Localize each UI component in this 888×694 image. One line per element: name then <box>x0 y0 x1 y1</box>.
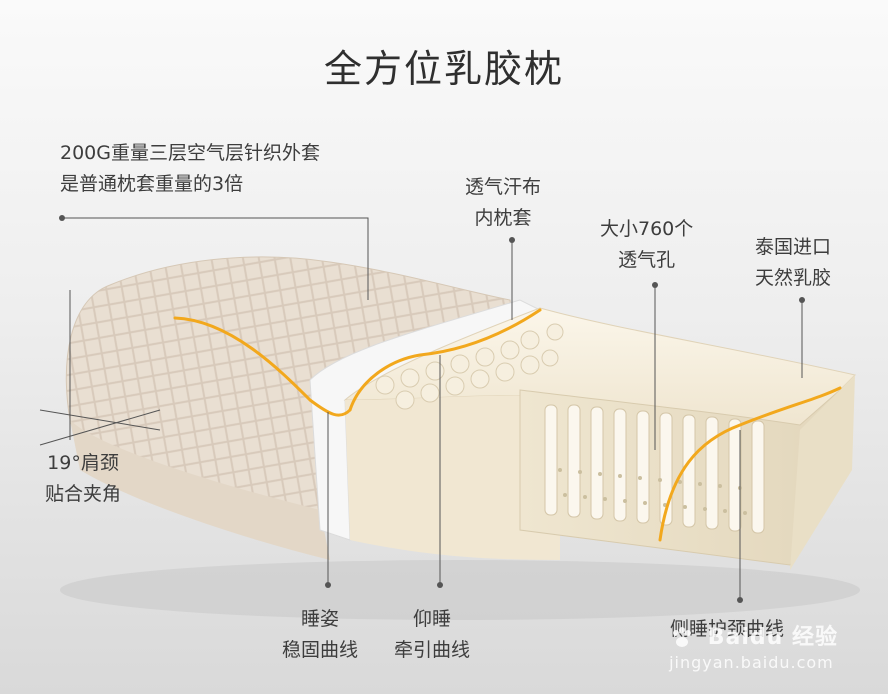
watermark-url: jingyan.baidu.com <box>669 653 834 672</box>
watermark-brand: Baidu 经验 <box>669 619 838 651</box>
outer-cover-line1: 200G重量三层空气层针织外套 <box>60 142 320 164</box>
latex-label: 泰国进口 天然乳胶 <box>755 232 831 294</box>
air-holes-line2: 透气孔 <box>618 249 676 271</box>
side-curve-line1: 侧睡护颈曲线 <box>670 618 785 640</box>
supine-curve-line2: 牵引曲线 <box>394 639 471 661</box>
air-hole-dots <box>558 468 747 515</box>
leader-dots <box>59 215 805 603</box>
knit-cover-front <box>70 420 330 560</box>
latex-line1: 泰国进口 <box>755 236 832 258</box>
supine-curve-line <box>348 308 542 412</box>
sleep-curve-line1: 睡姿 <box>301 608 340 630</box>
outer-cover-label: 200G重量三层空气层针织外套 是普通枕套重量的3倍 <box>60 138 320 200</box>
outer-cover-line2: 是普通枕套重量的3倍 <box>60 173 244 195</box>
supine-curve-line1: 仰睡 <box>413 608 452 630</box>
angle-line2: 贴合夹角 <box>45 483 122 505</box>
side-curve-line <box>658 386 842 542</box>
latex-front <box>345 395 560 560</box>
sleep-curve-label: 睡姿 稳固曲线 <box>282 604 358 666</box>
ergonomic-curves <box>173 308 842 542</box>
air-holes-label: 大小760个 透气孔 <box>600 214 693 276</box>
angle-label: 19°肩颈 贴合夹角 <box>45 448 121 510</box>
sleep-curve-line2: 稳固曲线 <box>282 639 359 661</box>
inner-cover-line2: 内枕套 <box>474 207 532 229</box>
page-title: 全方位乳胶枕 <box>323 47 564 91</box>
baidu-watermark: Baidu 经验 jingyan.baidu.com <box>669 619 838 672</box>
side-curve-label: 侧睡护颈曲线 <box>670 614 784 645</box>
inner-cover-label: 透气汗布 内枕套 <box>465 172 541 234</box>
inner-cover-line1: 透气汗布 <box>465 176 542 198</box>
latex-end <box>790 375 855 570</box>
supine-curve-label: 仰睡 牵引曲线 <box>394 604 470 666</box>
air-holes-line1: 大小760个 <box>600 218 694 240</box>
latex-slots <box>544 404 765 534</box>
latex-bumps <box>375 323 564 410</box>
paw-icon <box>673 627 692 647</box>
sleep-curve-line <box>173 316 352 417</box>
angle-line1: 19°肩颈 <box>47 452 119 474</box>
latex-line2: 天然乳胶 <box>755 267 832 289</box>
watermark-brand-text: Baidu 经验 <box>707 625 838 650</box>
leader-lines <box>39 217 803 600</box>
pillow-shadow <box>60 560 860 620</box>
